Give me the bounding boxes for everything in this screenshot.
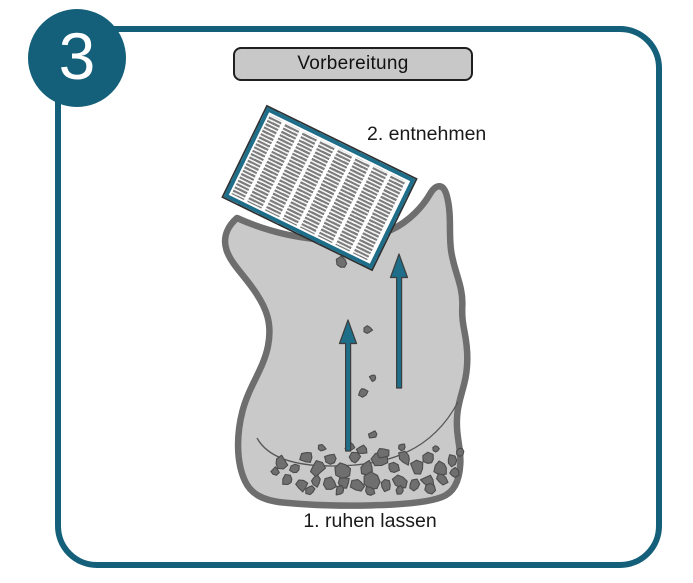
particle <box>322 476 337 490</box>
particle <box>433 460 447 476</box>
particle <box>363 325 374 334</box>
up-arrow-right <box>389 253 409 389</box>
label-ruhen-lassen: 1. ruhen lassen <box>303 510 437 532</box>
panel-border <box>55 26 662 568</box>
particle <box>335 255 348 268</box>
particle <box>376 448 390 459</box>
floating-particles <box>335 255 390 459</box>
step-number-badge: 3 <box>28 9 126 107</box>
particle <box>335 485 345 496</box>
particle <box>365 485 376 496</box>
particle <box>391 474 408 489</box>
particle <box>270 466 280 476</box>
particle <box>367 430 378 439</box>
particle <box>449 466 460 478</box>
particle <box>380 478 391 493</box>
label-entnehmen: 2. entnehmen <box>367 123 487 145</box>
particle <box>310 474 321 488</box>
particle <box>398 443 406 452</box>
particle <box>305 485 316 496</box>
particle <box>422 451 434 464</box>
particle <box>355 444 368 454</box>
particle <box>299 452 313 463</box>
particle <box>456 447 465 458</box>
particle <box>447 454 458 468</box>
up-arrow-left <box>338 319 358 452</box>
particle <box>368 374 377 383</box>
particle <box>432 445 440 453</box>
particle <box>410 459 424 475</box>
particle <box>395 484 404 495</box>
particle <box>424 482 437 495</box>
particle-pile <box>270 441 465 496</box>
particle <box>289 463 300 474</box>
particle <box>309 460 327 478</box>
particle <box>348 451 362 464</box>
particle <box>324 453 337 465</box>
particle <box>409 478 421 492</box>
particle <box>295 479 309 493</box>
particle <box>436 473 449 486</box>
particle <box>282 473 293 485</box>
title-box-label: Vorbereitung <box>297 53 409 74</box>
title-box: Vorbereitung <box>233 47 473 81</box>
particle <box>317 444 327 452</box>
particle <box>358 388 369 398</box>
particle <box>388 461 400 473</box>
step-number: 3 <box>58 19 96 93</box>
particle <box>275 454 289 470</box>
particle <box>349 479 366 492</box>
particle <box>398 450 410 466</box>
